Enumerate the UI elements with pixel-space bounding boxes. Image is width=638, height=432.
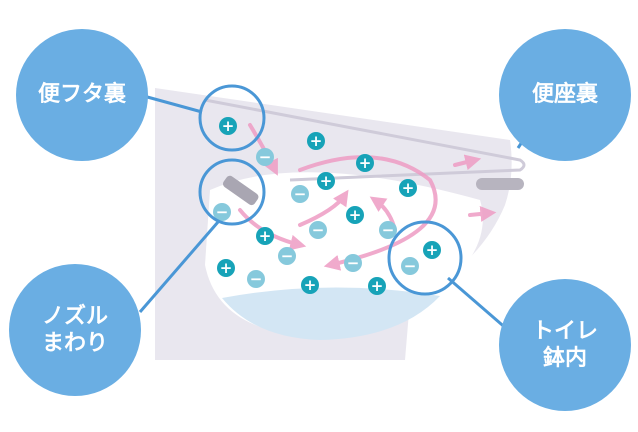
plus-ion-icon: + <box>346 206 364 224</box>
plus-ion-icon: + <box>301 276 319 294</box>
ion-symbol: − <box>281 247 294 265</box>
minus-ion-icon: − <box>247 270 265 288</box>
minus-ion-icon: − <box>401 257 419 275</box>
focus-ring-nozzle <box>198 158 266 226</box>
bubble-nozzle <box>9 264 141 396</box>
ion-symbol: − <box>382 221 395 239</box>
bubble-seat <box>499 29 631 161</box>
plus-ion-icon: + <box>217 259 235 277</box>
bubble-bowl <box>499 279 631 411</box>
plus-ion-icon: + <box>368 277 386 295</box>
ion-symbol: − <box>404 257 417 275</box>
ion-symbol: + <box>310 132 323 150</box>
ion-symbol: + <box>222 117 235 135</box>
plus-ion-icon: + <box>219 117 237 135</box>
ion-symbol: − <box>347 254 360 272</box>
ion-symbol: + <box>349 206 362 224</box>
ion-symbol: + <box>426 241 439 259</box>
ion-symbol: + <box>320 172 333 190</box>
ion-symbol: − <box>259 148 272 166</box>
focus-ring-bowl <box>387 220 463 296</box>
minus-ion-icon: − <box>291 185 309 203</box>
callout-line-nozzle <box>138 221 220 313</box>
callout-line-bowl <box>447 276 509 332</box>
ion-symbol: + <box>371 277 384 295</box>
minus-ion-icon: − <box>309 221 327 239</box>
ion-symbol: − <box>216 203 229 221</box>
ion-particles: +−+++−+−+−−+−+−+−++− <box>213 117 441 295</box>
minus-ion-icon: − <box>379 221 397 239</box>
ion-symbol: + <box>402 179 415 197</box>
plus-ion-icon: + <box>423 241 441 259</box>
ion-symbol: + <box>359 154 372 172</box>
ion-symbol: + <box>304 276 317 294</box>
minus-ion-icon: − <box>278 247 296 265</box>
ion-symbol: − <box>294 185 307 203</box>
plus-ion-icon: + <box>356 154 374 172</box>
plus-ion-icon: + <box>256 227 274 245</box>
ion-symbol: − <box>250 270 263 288</box>
plus-ion-icon: + <box>307 132 325 150</box>
callout-line-lid <box>139 93 203 114</box>
seat-hinge <box>476 178 524 190</box>
minus-ion-icon: − <box>256 148 274 166</box>
nozzle-part <box>222 175 259 206</box>
plus-ion-icon: + <box>317 172 335 190</box>
minus-ion-icon: − <box>344 254 362 272</box>
bubble-lid <box>16 29 148 161</box>
ion-symbol: + <box>220 259 233 277</box>
toilet-seat <box>204 98 526 182</box>
minus-ion-icon: − <box>213 203 231 221</box>
ion-symbol: + <box>259 227 272 245</box>
bowl-water <box>222 287 440 340</box>
plus-ion-icon: + <box>399 179 417 197</box>
focus-ring-lid <box>198 84 266 152</box>
ion-symbol: − <box>312 221 325 239</box>
